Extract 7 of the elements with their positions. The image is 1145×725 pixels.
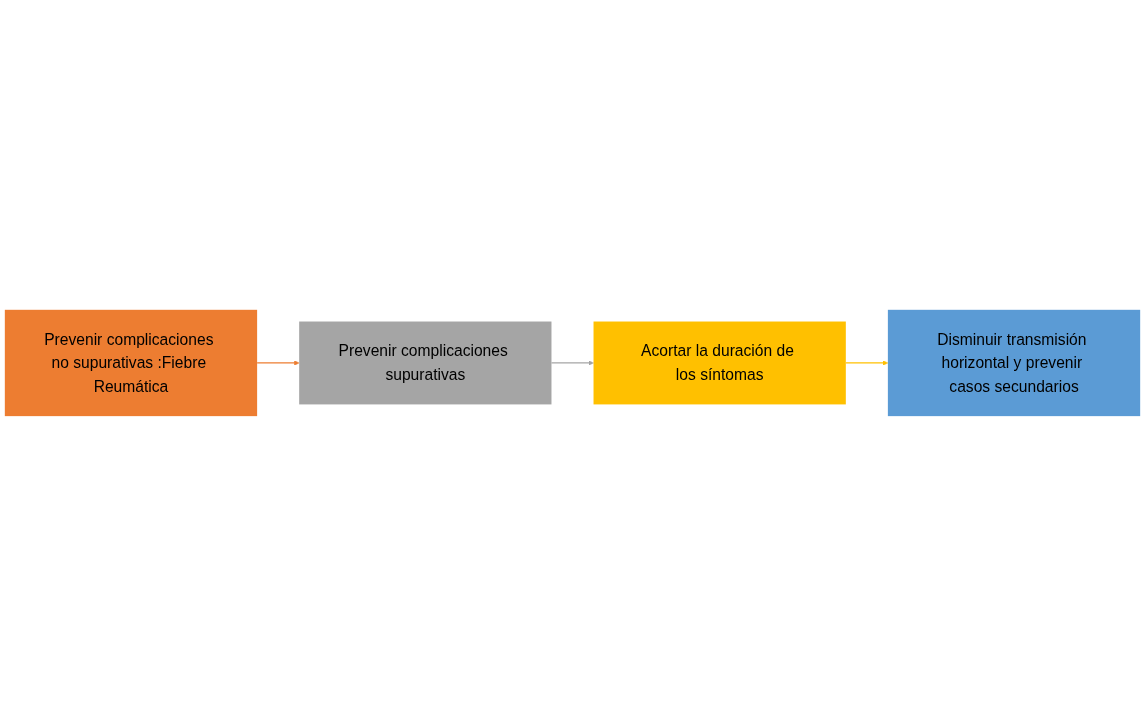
node-box: Disminuir transmisión horizontal y prevenir casos secundarios [887, 309, 1141, 416]
node-box: Prevenir complicaciones no supurativas :Fiebre Reumática [4, 309, 258, 416]
arrow [845, 359, 889, 366]
arrow [256, 359, 300, 366]
node-box: Prevenir complicaciones supurativas [299, 321, 552, 404]
node-box: Acortar la duración de los síntomas [593, 321, 846, 404]
arrow [550, 359, 594, 366]
